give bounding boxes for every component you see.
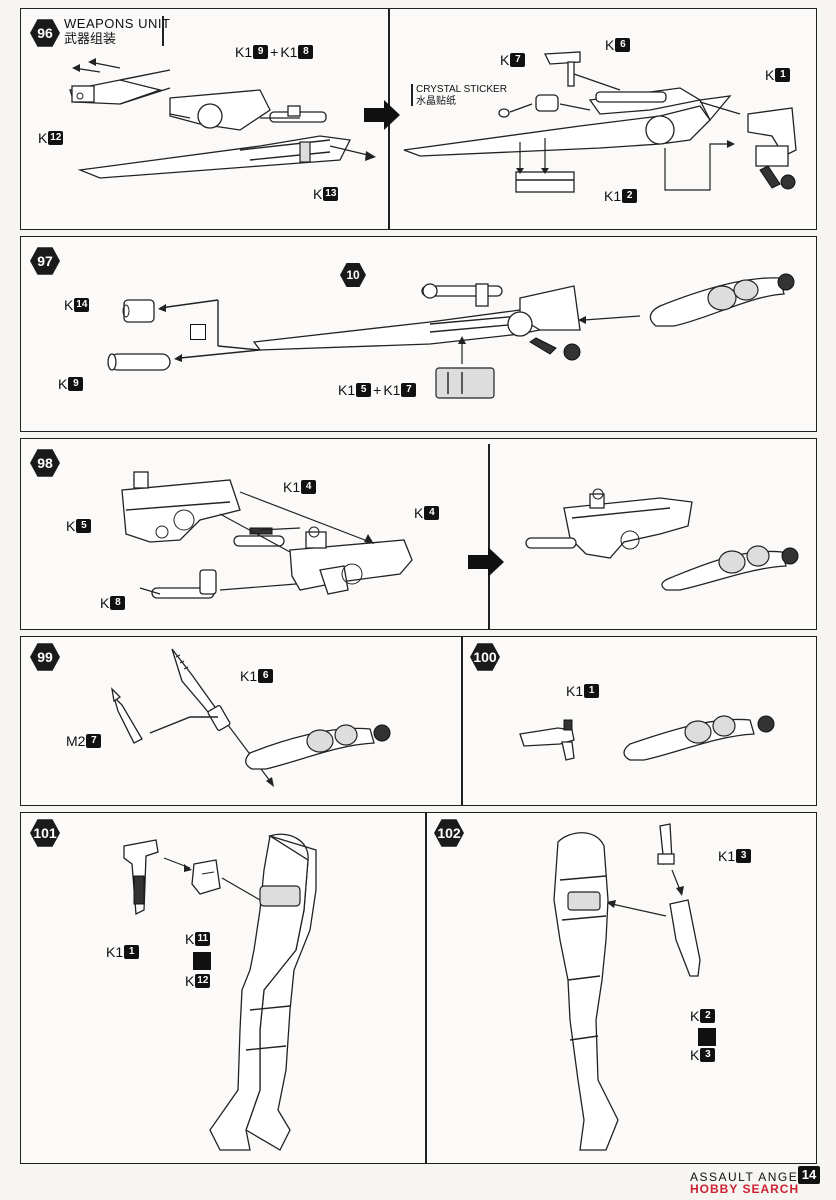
combine-icon [698,1028,716,1046]
step-101-panel [20,812,426,1164]
step-98-art [121,471,413,599]
watermark: HOBBY SEARCH [690,1182,800,1196]
crystal-cn: 水晶贴纸 [416,96,456,107]
crystal-sticker-label: CRYSTAL STICKER 水晶贴纸 [416,84,507,108]
crystal-en: CRYSTAL STICKER [416,84,507,95]
step-99-panel [20,636,462,806]
step-96-left-art [69,58,376,179]
step-100-panel [462,636,817,806]
step-101-art [123,833,317,1151]
step-96-arrow [364,100,400,130]
brand-footer: ASSAULT ANGELS [690,1170,816,1184]
step-99-art [111,648,391,787]
combine-icon [193,952,211,970]
step-102-art [553,823,701,1151]
step-98-arrow [468,547,504,577]
heading-cn: 武器组装 [64,31,117,46]
step-100-art [519,715,775,761]
step-97-art [107,273,795,399]
step-98-divider [488,444,490,630]
cut-icon [190,324,206,340]
weapons-unit-heading: WEAPONS UNIT 武器组装 [64,16,170,46]
heading-en: WEAPONS UNIT [64,16,171,31]
step-97-callout-badge: 10 [340,263,366,287]
page-number: 14 [798,1166,820,1184]
step-98-result-art [525,488,799,591]
step-96-right-art [403,51,797,193]
step-102-panel [426,812,817,1164]
heading-bar [162,16,164,46]
crystal-bar [411,84,413,106]
